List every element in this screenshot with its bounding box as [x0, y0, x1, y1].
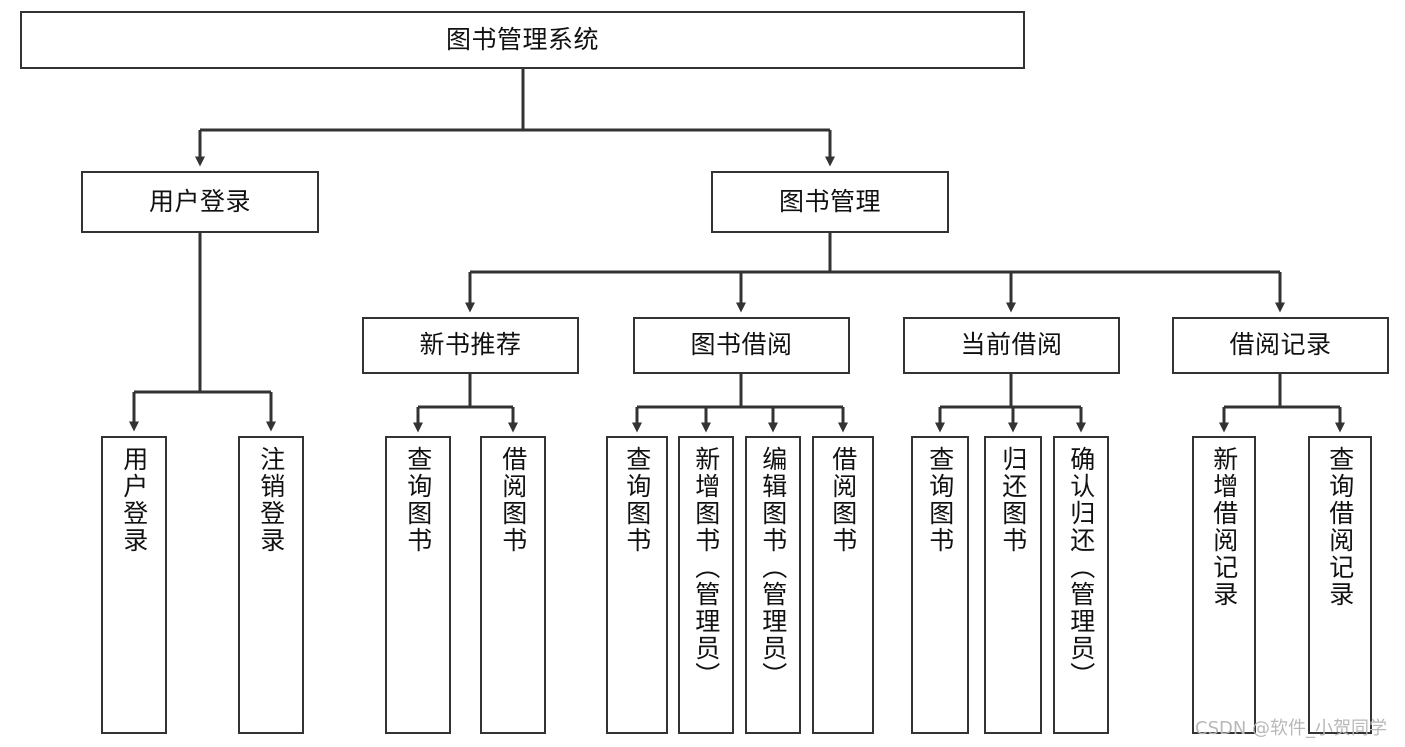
node-label: 借阅图书	[498, 446, 528, 554]
node-label: 查询借阅记录	[1325, 446, 1355, 608]
node-label: 查询图书	[403, 446, 433, 554]
leaf-logout-login[interactable]: 注销登录	[238, 436, 304, 734]
leaf-return-book[interactable]: 归还图书	[984, 436, 1042, 734]
node-label: 用户登录	[148, 186, 251, 216]
node-label: 查询图书	[622, 446, 652, 554]
node-label: 确认归还（管理员）	[1066, 446, 1096, 689]
node-label: 新书推荐	[419, 330, 522, 360]
leaf-edit-book-admin[interactable]: 编辑图书（管理员）	[745, 436, 801, 734]
node-label: 查询图书	[925, 446, 955, 554]
leaf-query-book-current[interactable]: 查询图书	[911, 436, 969, 734]
node-root[interactable]: 图书管理系统	[20, 11, 1025, 69]
csdn-watermark: CSDN @软件_小贺同学	[1195, 718, 1388, 739]
node-label: 借阅图书	[828, 446, 858, 554]
node-label: 图书管理系统	[445, 24, 599, 54]
leaf-query-book-borrow[interactable]: 查询图书	[606, 436, 668, 734]
node-book-management[interactable]: 图书管理	[711, 171, 949, 233]
leaf-query-borrow-record[interactable]: 查询借阅记录	[1308, 436, 1372, 734]
node-label: 注销登录	[256, 446, 286, 554]
leaf-add-borrow-record[interactable]: 新增借阅记录	[1192, 436, 1256, 734]
node-label: 新增借阅记录	[1209, 446, 1239, 608]
leaf-confirm-return-admin[interactable]: 确认归还（管理员）	[1053, 436, 1109, 734]
node-user-login[interactable]: 用户登录	[81, 171, 319, 233]
node-label: 当前借阅	[960, 330, 1063, 360]
leaf-user-login[interactable]: 用户登录	[101, 436, 167, 734]
node-label: 用户登录	[119, 446, 149, 554]
leaf-borrow-book-recommend[interactable]: 借阅图书	[480, 436, 546, 734]
node-label: 归还图书	[998, 446, 1028, 554]
node-label: 编辑图书（管理员）	[758, 446, 788, 689]
node-label: 图书借阅	[690, 330, 793, 360]
node-label: 借阅记录	[1229, 330, 1332, 360]
node-borrow-record[interactable]: 借阅记录	[1172, 317, 1389, 374]
node-label: 新增图书（管理员）	[691, 446, 721, 689]
node-current-borrow[interactable]: 当前借阅	[903, 317, 1120, 374]
leaf-add-book-admin[interactable]: 新增图书（管理员）	[678, 436, 734, 734]
leaf-borrow-book[interactable]: 借阅图书	[812, 436, 874, 734]
node-new-book-recommend[interactable]: 新书推荐	[362, 317, 579, 374]
node-label: 图书管理	[778, 186, 881, 216]
node-book-borrow[interactable]: 图书借阅	[633, 317, 850, 374]
leaf-query-book-recommend[interactable]: 查询图书	[385, 436, 451, 734]
